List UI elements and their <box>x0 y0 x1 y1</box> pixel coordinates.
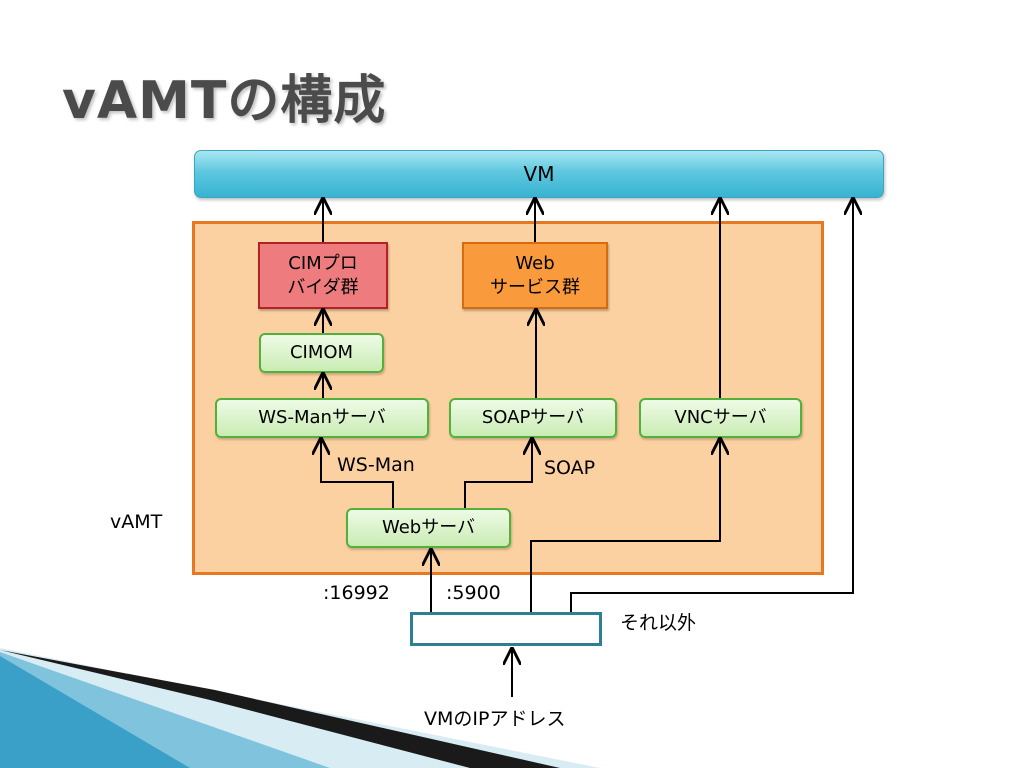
cim-providers-line1: CIMプロ <box>288 252 358 274</box>
soap-protocol-label: SOAP <box>544 457 596 479</box>
cimom-label: CIMOM <box>289 342 354 363</box>
cim-providers-line2: バイダ群 <box>287 276 359 298</box>
ip-address-label: VMのIPアドレス <box>424 708 566 730</box>
vnc-server-label: VNCサーバ <box>674 407 767 428</box>
port-5900-label: :5900 <box>446 582 501 604</box>
port-16992-label: :16992 <box>323 582 390 604</box>
soap-server-label: SOAPサーバ <box>481 407 585 428</box>
vm-bar: VM <box>194 150 884 198</box>
soap-server-box: SOAPサーバ <box>449 398 617 438</box>
web-services-box: Web サービス群 <box>462 242 608 309</box>
wsman-server-label: WS-Manサーバ <box>258 407 386 428</box>
cimom-box: CIMOM <box>259 333 384 373</box>
web-services-line1: Web <box>515 252 555 274</box>
web-services-line2: サービス群 <box>490 276 580 298</box>
vnc-server-box: VNCサーバ <box>639 398 802 438</box>
web-server-label: Webサーバ <box>381 517 476 538</box>
vm-label: VM <box>523 162 555 186</box>
slide-title: vAMTの構成 <box>62 71 387 131</box>
vamt-label: vAMT <box>110 511 163 533</box>
web-server-box: Webサーバ <box>346 508 511 548</box>
cim-providers-box: CIMプロ バイダ群 <box>258 242 388 309</box>
wsman-server-box: WS-Manサーバ <box>215 398 429 438</box>
other-traffic-label: それ以外 <box>620 612 697 634</box>
ip-address-box <box>410 612 602 646</box>
wsman-protocol-label: WS-Man <box>337 454 415 476</box>
